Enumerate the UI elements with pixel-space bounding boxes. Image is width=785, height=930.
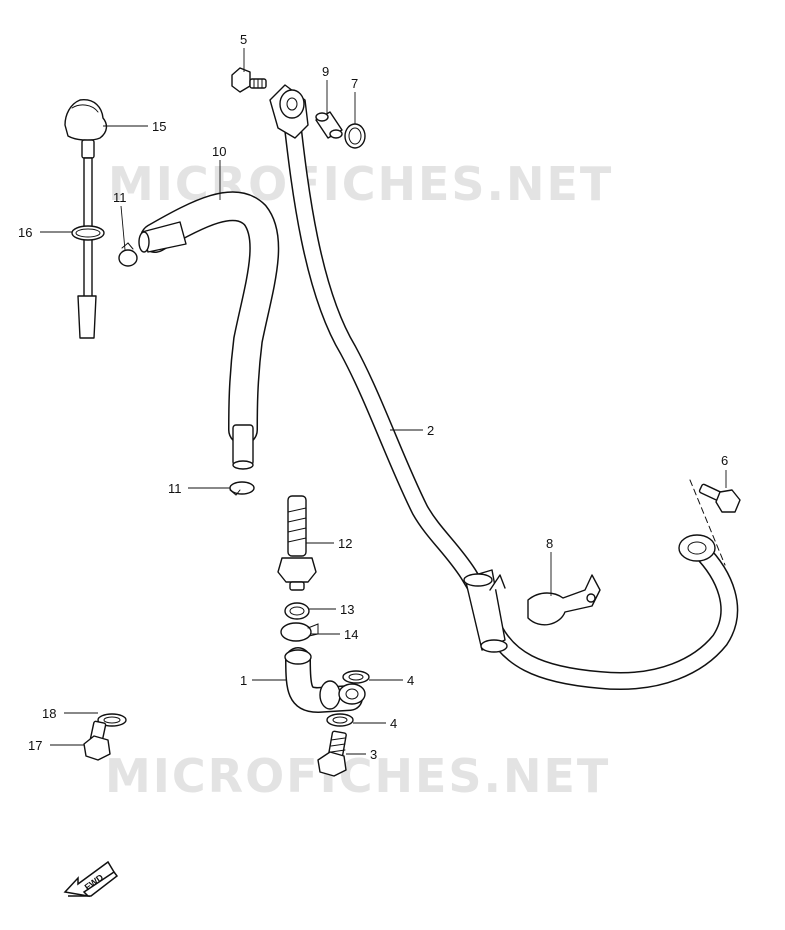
callout-9: 9 — [322, 64, 329, 79]
bolt-5 — [231, 67, 267, 93]
dipstick-o-ring — [71, 225, 105, 241]
drain-plug-17 — [83, 720, 111, 761]
callout-4-upper: 4 — [407, 673, 414, 688]
union-bolt-3 — [317, 730, 347, 777]
callout-16: 16 — [18, 225, 32, 240]
callout-18: 18 — [42, 706, 56, 721]
collar-9 — [315, 111, 343, 139]
callout-14: 14 — [344, 627, 358, 642]
fwd-arrow-icon: FWD — [63, 860, 119, 898]
hose-upper-fitting — [269, 84, 309, 139]
hose-clamp-upper — [118, 242, 138, 267]
callout-12: 12 — [338, 536, 352, 551]
hose-right-fitting — [678, 534, 716, 562]
callout-1: 1 — [240, 673, 247, 688]
bracket-8 — [527, 574, 601, 626]
callout-13: 13 — [340, 602, 354, 617]
gasket-18 — [97, 713, 127, 727]
callout-4-lower: 4 — [390, 716, 397, 731]
callout-10: 10 — [212, 144, 226, 159]
washer-4b — [326, 713, 354, 727]
callout-11-upper: 11 — [113, 190, 127, 205]
hose-sleeve — [463, 569, 508, 653]
callout-2: 2 — [427, 423, 434, 438]
washer-4a — [342, 670, 370, 684]
callout-7: 7 — [351, 76, 358, 91]
oil-dipstick — [64, 99, 108, 339]
oil-hose-elbow — [284, 647, 366, 713]
clamp-14 — [280, 622, 319, 642]
callout-5: 5 — [240, 32, 247, 47]
callout-3: 3 — [370, 747, 377, 762]
bolt-6 — [689, 479, 741, 566]
oil-pressure-switch — [277, 495, 317, 591]
watermark-top: MICROFICHES.NET — [108, 157, 613, 211]
callout-17: 17 — [28, 738, 42, 753]
callout-15: 15 — [152, 119, 166, 134]
washer-13 — [284, 602, 310, 620]
hose-clamp-lower — [229, 481, 255, 496]
callouts: 5 9 7 15 10 11 16 2 6 11 8 12 13 — [18, 32, 728, 762]
callout-8: 8 — [546, 536, 553, 551]
watermark-bottom: MICROFICHES.NET — [105, 749, 610, 803]
breather-hose — [138, 191, 280, 470]
callout-6: 6 — [721, 453, 728, 468]
callout-11-lower: 11 — [168, 481, 182, 496]
gasket-7 — [344, 123, 366, 149]
